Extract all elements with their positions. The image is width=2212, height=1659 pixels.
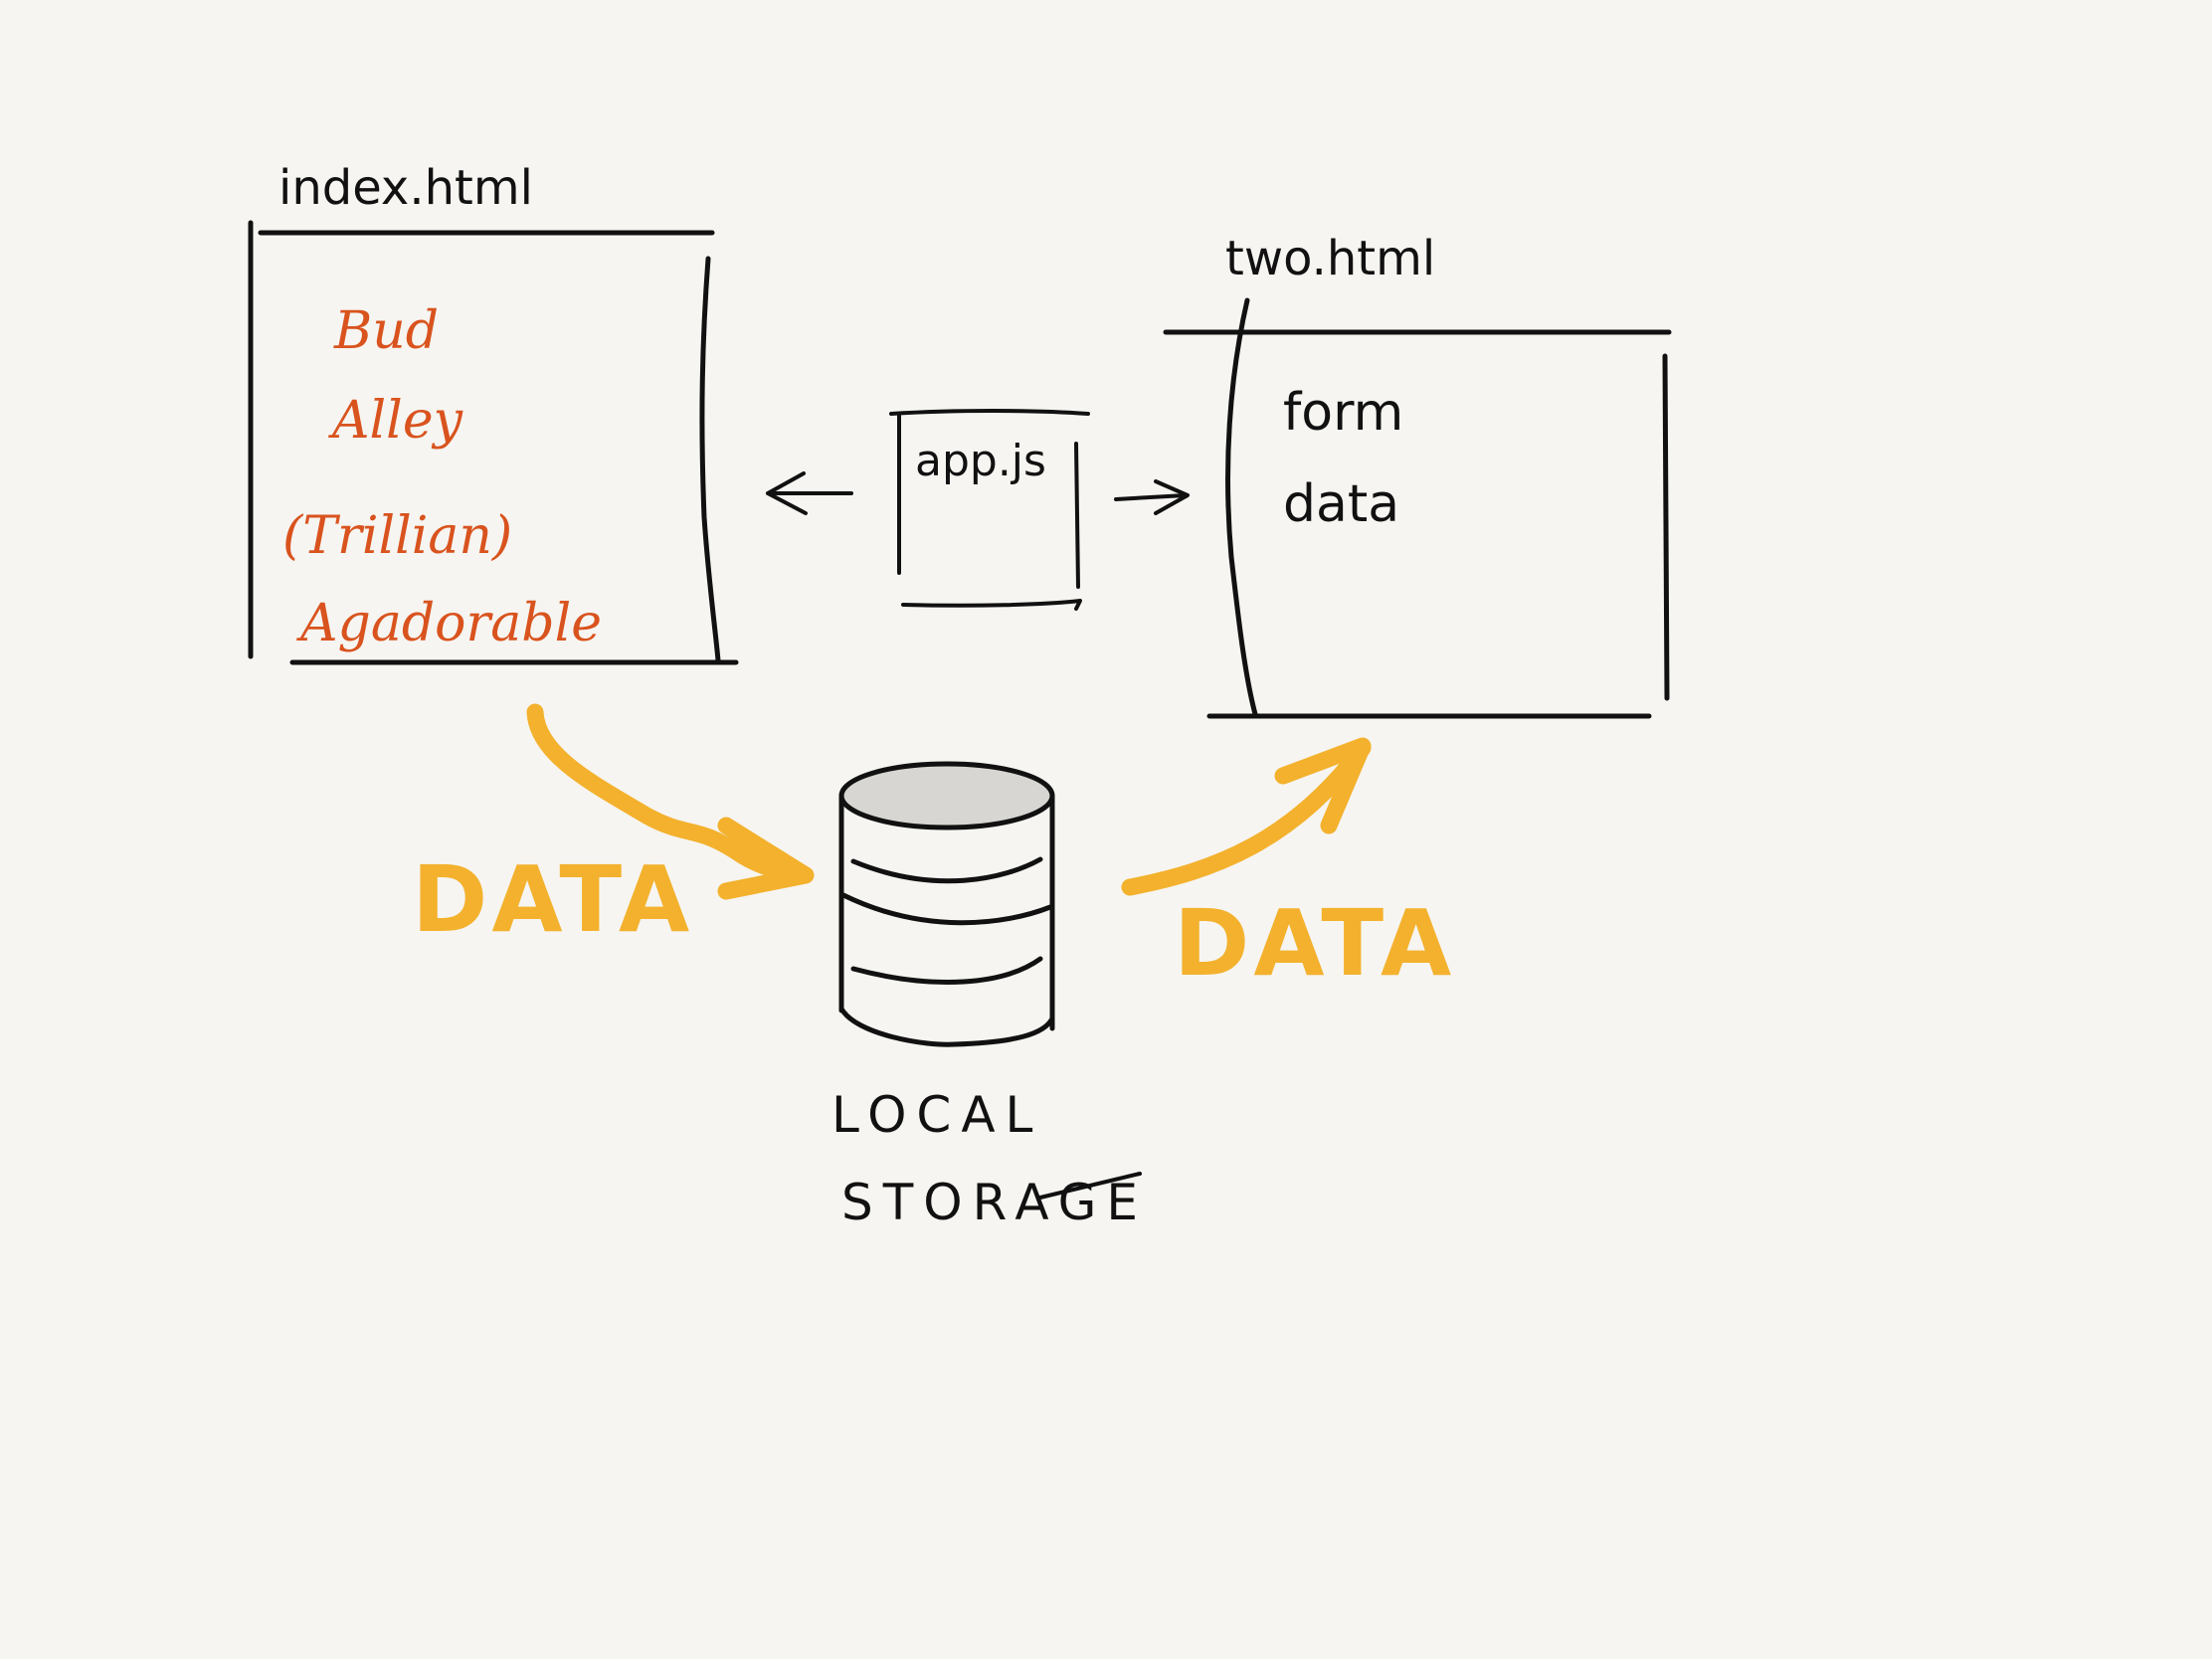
data-arrow-right-shaft	[1121, 739, 1372, 896]
app-box-bottom-edge	[901, 599, 1082, 611]
database-cylinder-icon	[838, 761, 1055, 1047]
index-item-3: (Trillian)	[282, 506, 512, 566]
data-label-left: DATA	[412, 846, 693, 953]
data-label-right: DATA	[1174, 890, 1455, 997]
storage-label: LOCAL STORAGE	[831, 1086, 1148, 1231]
index-html-filename: index.html	[278, 160, 533, 216]
storage-strike-mark	[1038, 1172, 1142, 1199]
two-line-1: form	[1283, 383, 1403, 443]
index-item-1: Bud	[333, 301, 439, 361]
db-line-2	[850, 956, 1043, 985]
db-top	[838, 761, 1055, 830]
db-line-1	[850, 856, 1043, 884]
arrow-to-index-icon	[766, 471, 853, 515]
db-sides	[838, 793, 1055, 1031]
data-arrow-left-head-icon	[717, 817, 815, 900]
two-line-2: data	[1283, 474, 1399, 534]
db-bottom	[838, 1006, 1055, 1047]
index-item-list: Bud Alley (Trillian) Agadorable	[282, 301, 602, 653]
app-js-box: app.js	[766, 409, 1190, 611]
app-js-filename: app.js	[915, 436, 1046, 486]
data-arrow-left-shaft	[526, 703, 813, 884]
index-html-box: index.html Bud Alley (Trillian) Agadorab…	[248, 160, 739, 665]
db-band-1	[840, 892, 1053, 926]
data-flow-left: DATA	[412, 703, 815, 953]
arrow-to-two-icon	[1114, 479, 1190, 515]
index-item-4: Agadorable	[296, 594, 602, 653]
storage-line-2: STORAGE	[841, 1174, 1148, 1231]
two-html-filename: two.html	[1225, 231, 1435, 286]
storage-line-1: LOCAL	[831, 1086, 1042, 1144]
index-item-2: Alley	[328, 391, 463, 451]
app-box-top-edge	[889, 409, 1090, 416]
two-box-right-edge	[1662, 353, 1670, 701]
two-box-left-edge	[1225, 297, 1258, 717]
app-box-right-edge	[1074, 442, 1080, 589]
two-html-box: two.html form data	[1163, 231, 1672, 719]
data-arrow-right-head-icon	[1274, 737, 1372, 834]
data-flow-right: DATA	[1121, 737, 1455, 997]
index-box-right-edge	[699, 256, 721, 663]
